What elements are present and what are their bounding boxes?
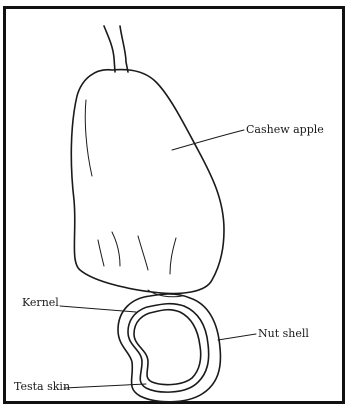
apple-shading-2 [112,232,120,266]
apple-shading-1 [85,100,92,176]
apple-shading-4 [170,238,176,274]
kernel-inner [134,310,201,385]
label-nut-shell: Nut shell [258,327,309,340]
stem [104,26,128,72]
label-kernel: Kernel [22,296,59,309]
apple-shading-5 [98,240,104,266]
label-cashew-apple: Cashew apple [246,123,324,136]
leader-cashew-apple [172,130,244,150]
cashew-apple-outline [71,70,224,294]
leader-nut-shell [218,334,256,340]
leader-testa-skin [64,384,146,388]
label-testa-skin: Testa skin [14,380,70,393]
apple-shading-3 [138,236,148,270]
